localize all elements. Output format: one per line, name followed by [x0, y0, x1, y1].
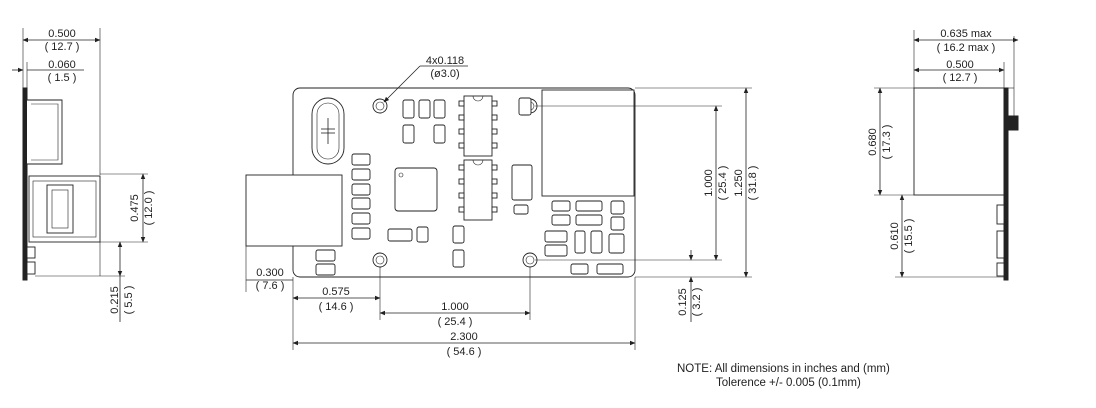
- resistor: [551, 214, 571, 226]
- end-height-mm: ( 17.3 ): [881, 125, 893, 160]
- overhang-in: 0.300: [256, 267, 284, 279]
- side-component-top: [27, 99, 63, 165]
- capacitor: [315, 263, 336, 276]
- length-mm: ( 54.6 ): [447, 346, 482, 358]
- resistor: [570, 263, 589, 275]
- dip-ic: [458, 95, 498, 157]
- resistor: [610, 216, 625, 231]
- note-tolerance: Tolerence +/- 0.005 (0.1mm): [716, 377, 861, 389]
- board-height-in: 1.250: [733, 169, 745, 197]
- end-component: [996, 262, 1005, 277]
- resistor: [574, 230, 586, 254]
- rj45-jack: [245, 174, 343, 247]
- capacitor: [416, 226, 429, 243]
- capacitor: [433, 99, 446, 119]
- resistor: [551, 200, 571, 212]
- capacitor: [433, 124, 446, 144]
- hole-offset-in: 0.575: [322, 286, 350, 298]
- board-height-mm: ( 31.8 ): [747, 166, 759, 201]
- note-units: NOTE: All dimensions in inches and (mm): [677, 363, 890, 375]
- side-width-in: 0.500: [48, 28, 76, 40]
- hole-callout-in: 4x0.118: [426, 55, 464, 67]
- capacitor: [315, 249, 336, 262]
- capacitor: [452, 225, 465, 244]
- resistor: [544, 244, 568, 257]
- side-width-mm: ( 12.7 ): [45, 41, 80, 53]
- side-pin: [26, 246, 36, 259]
- resistor: [544, 230, 568, 243]
- hole-pitch-y-in: 1.000: [703, 169, 715, 197]
- end-jack-body: [913, 87, 1005, 196]
- capacitor: [452, 249, 465, 268]
- hole-edge-in: 0.125: [677, 288, 689, 316]
- side-pcb-edge: [22, 87, 28, 281]
- overhang-mm: ( 7.6 ): [256, 280, 285, 292]
- resistor: [351, 197, 371, 210]
- resistor: [575, 200, 603, 212]
- side-pin: [26, 261, 36, 275]
- end-pcb-edge: [1003, 87, 1009, 281]
- capacitor: [513, 204, 529, 215]
- end-width-in: 0.500: [946, 59, 974, 71]
- resistor: [351, 153, 371, 166]
- hole-offset-mm: ( 14.6 ): [319, 301, 354, 313]
- end-component: [996, 204, 1005, 225]
- end-width-mm: ( 12.7 ): [943, 72, 978, 84]
- dip-ic: [458, 159, 498, 221]
- mounting-hole: [372, 98, 388, 114]
- side-pcb-in: 0.060: [48, 59, 76, 71]
- resistor: [610, 200, 625, 215]
- end-tab: [1007, 115, 1019, 131]
- capacitor: [402, 99, 415, 119]
- length-in: 2.300: [450, 331, 478, 343]
- end-view: 0.635 max ( 16.2 max ) 0.500 ( 12.7 ) 0.…: [867, 28, 1019, 281]
- hole-pitch-x-mm: ( 25.4 ): [438, 316, 473, 328]
- mounting-hole: [372, 252, 388, 268]
- resistor: [608, 233, 625, 254]
- resistor: [351, 227, 371, 240]
- transformer: [541, 89, 635, 197]
- top-view: 4x0.118 (ø3.0) 0.300 ( 7.6 ) 0.575 ( 14.…: [245, 55, 759, 358]
- capacitor: [402, 124, 415, 144]
- side-jack-in: 0.475: [129, 194, 141, 222]
- side-pin-mm: ( 5.5 ): [123, 286, 135, 315]
- end-height-in: 0.680: [867, 128, 879, 156]
- capacitor: [518, 97, 532, 116]
- capacitor: [418, 99, 431, 119]
- hole-pitch-x-in: 1.000: [441, 301, 469, 313]
- hole-callout-mm: (ø3.0): [430, 68, 459, 80]
- side-jack-mm: ( 12.0 ): [143, 191, 155, 226]
- resistor: [590, 230, 603, 254]
- hole-edge-mm: ( 3.2 ): [691, 288, 703, 317]
- resistor: [351, 168, 371, 181]
- hole-pitch-y-mm: ( 25.4 ): [717, 166, 729, 201]
- side-pin-in: 0.215: [109, 286, 121, 314]
- resistor: [575, 214, 603, 226]
- end-component: [996, 230, 1005, 259]
- end-lower-mm: ( 15.5 ): [903, 219, 915, 254]
- capacitor: [387, 228, 413, 242]
- end-max-in: 0.635 max: [940, 28, 992, 40]
- mounting-hole: [522, 252, 538, 268]
- resistor: [351, 212, 371, 225]
- resistor: [596, 263, 624, 275]
- controller-chip: [394, 167, 438, 212]
- side-view: 0.500 ( 12.7 ) 0.060 ( 1.5 ) 0.475 ( 12.…: [12, 28, 155, 322]
- end-lower-in: 0.610: [889, 222, 901, 250]
- end-max-mm: ( 16.2 max ): [937, 42, 996, 54]
- side-pcb-mm: ( 1.5 ): [48, 72, 77, 84]
- oscillator: [511, 164, 533, 201]
- resistor: [351, 183, 371, 196]
